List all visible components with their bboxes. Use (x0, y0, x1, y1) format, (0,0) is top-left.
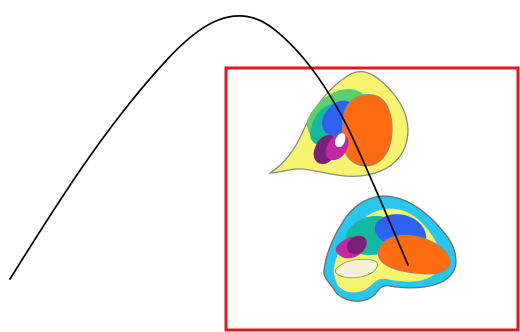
lower-colored-blob (323, 195, 457, 302)
red-frame (224, 66, 520, 332)
black-curve-line (9, 14, 409, 280)
lower-blob-purple-shape (346, 235, 367, 255)
lower-blob-cream-shape (335, 258, 378, 279)
upper-colored-blob (267, 70, 409, 177)
lower-blob-orange-shape (377, 234, 451, 275)
upper-blob-white-highlight (335, 133, 346, 148)
